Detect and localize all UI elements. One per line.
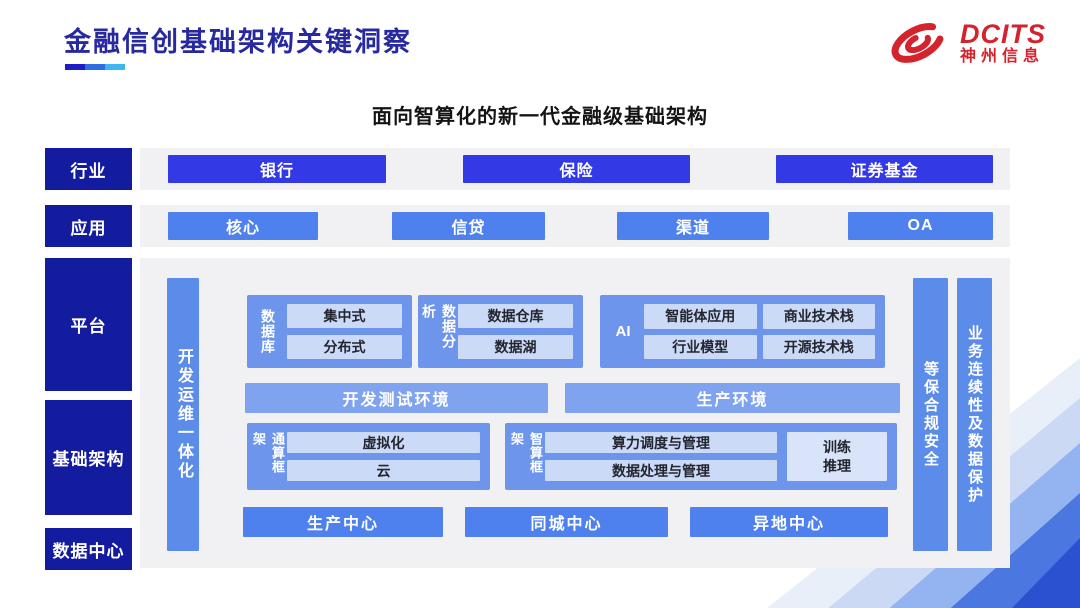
diagram-title: 面向智算化的新一代金融级基础架构 bbox=[372, 106, 708, 128]
af-item-compute-scheduling: 算力调度与管理 bbox=[545, 432, 777, 453]
title-underline bbox=[65, 64, 125, 70]
devops-bar: 开发运维一体化 bbox=[167, 278, 199, 551]
ai-framework-items: 算力调度与管理 数据处理与管理 bbox=[545, 432, 777, 481]
layer-label-platform: 平台 bbox=[45, 258, 132, 391]
env-production: 生产环境 bbox=[565, 383, 900, 413]
industry-item-securities: 证券基金 bbox=[776, 155, 993, 183]
general-framework-label: 通算框架 bbox=[251, 432, 285, 474]
security-compliance-bar: 等保合规安全 bbox=[913, 278, 948, 551]
ai-framework-group: 智算框架 算力调度与管理 数据处理与管理 训练 推理 bbox=[505, 423, 897, 490]
layer-label-datacenter: 数据中心 bbox=[45, 528, 132, 570]
gf-item-virtualization: 虚拟化 bbox=[287, 432, 480, 453]
layer-label-industry: 行业 bbox=[45, 148, 132, 190]
logo-brand: DCITS bbox=[960, 19, 1046, 50]
app-item-channel: 渠道 bbox=[617, 212, 769, 240]
center-same-city: 同城中心 bbox=[465, 507, 668, 537]
af-item-train-inference: 训练 推理 bbox=[787, 432, 887, 481]
analytics-items: 数据仓库 数据湖 bbox=[458, 304, 573, 359]
database-item-centralized: 集中式 bbox=[287, 304, 402, 328]
general-framework-items: 虚拟化 云 bbox=[287, 432, 480, 481]
analytics-group: 数据分析 数据仓库 数据湖 bbox=[418, 295, 583, 368]
analytics-item-warehouse: 数据仓库 bbox=[458, 304, 573, 328]
ai-item-industry-model: 行业模型 bbox=[644, 334, 757, 359]
gf-item-cloud: 云 bbox=[287, 460, 480, 481]
database-group-label: 数据库 bbox=[260, 309, 276, 354]
ai-item-agent-app: 智能体应用 bbox=[644, 304, 757, 329]
database-item-distributed: 分布式 bbox=[287, 335, 402, 359]
industry-item-insurance: 保险 bbox=[463, 155, 690, 183]
underline-segment-3 bbox=[105, 64, 125, 70]
ai-items: 智能体应用 商业技术栈 行业模型 开源技术栈 bbox=[644, 304, 875, 359]
swirl-logo-icon bbox=[891, 23, 945, 63]
continuity-protection-bar: 业务连续性及数据保护 bbox=[957, 278, 992, 551]
ai-item-opensource-stack: 开源技术栈 bbox=[762, 334, 875, 359]
analytics-item-lake: 数据湖 bbox=[458, 335, 573, 359]
center-production: 生产中心 bbox=[243, 507, 443, 537]
industry-item-bank: 银行 bbox=[168, 155, 386, 183]
ai-group: AI 智能体应用 商业技术栈 行业模型 开源技术栈 bbox=[600, 295, 885, 368]
database-group: 数据库 集中式 分布式 bbox=[247, 295, 412, 368]
ai-group-label: AI bbox=[615, 323, 631, 340]
ai-framework-label: 智算框架 bbox=[509, 432, 543, 474]
underline-segment-1 bbox=[65, 64, 85, 70]
app-item-oa: OA bbox=[848, 212, 993, 240]
layer-label-infrastructure: 基础架构 bbox=[45, 400, 132, 515]
app-item-core: 核心 bbox=[168, 212, 318, 240]
logo-company: 神州信息 bbox=[960, 47, 1045, 65]
general-framework-group: 通算框架 虚拟化 云 bbox=[247, 423, 490, 490]
platform-container: 开发运维一体化 数据库 集中式 分布式 数据分析 数据仓库 数据湖 AI 智能体… bbox=[140, 258, 1010, 568]
logo-texts: DCITS 神州信息 bbox=[960, 20, 1046, 65]
database-items: 集中式 分布式 bbox=[287, 304, 402, 359]
company-logo: DCITS 神州信息 bbox=[888, 18, 1046, 68]
analytics-group-label: 数据分析 bbox=[421, 304, 457, 349]
app-item-credit: 信贷 bbox=[392, 212, 545, 240]
env-dev-test: 开发测试环境 bbox=[245, 383, 548, 413]
center-remote: 异地中心 bbox=[690, 507, 888, 537]
layer-label-application: 应用 bbox=[45, 205, 132, 247]
page-title: 金融信创基础架构关键洞察 bbox=[64, 27, 412, 57]
ai-item-commercial-stack: 商业技术栈 bbox=[762, 304, 875, 329]
underline-segment-2 bbox=[85, 64, 105, 70]
af-item-data-processing: 数据处理与管理 bbox=[545, 460, 777, 481]
